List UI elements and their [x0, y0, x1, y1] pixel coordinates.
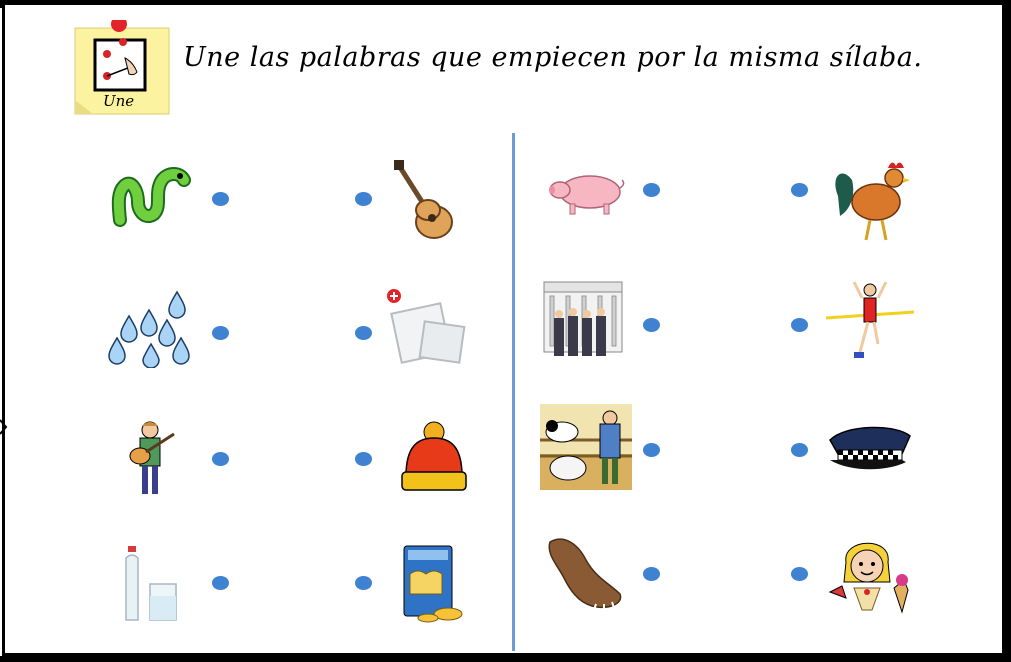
frame-bottom-border	[0, 656, 1011, 662]
woolly-hat-icon	[401, 421, 467, 491]
sweet-tooth-girl-icon	[828, 542, 909, 614]
match-dot[interactable]	[212, 192, 229, 206]
match-dot[interactable]	[212, 452, 229, 466]
runner-winner-icon	[826, 281, 914, 358]
guitar-icon	[394, 160, 453, 239]
match-dot[interactable]	[355, 452, 372, 466]
raindrops-icon	[108, 290, 190, 368]
guitarist-icon	[129, 421, 175, 494]
snack-bag-icon	[403, 545, 463, 623]
paw-icon	[548, 538, 622, 611]
police-cap-icon	[829, 426, 911, 470]
edge-mark-icon	[0, 419, 8, 435]
rooster-icon	[835, 162, 910, 241]
activity-note-icon: Une	[73, 16, 171, 116]
gauze-icon	[387, 289, 466, 364]
match-dot[interactable]	[643, 443, 660, 457]
instruction-text: Une las palabras que empiecen por la mis…	[183, 42, 923, 73]
note-label: Une	[103, 92, 135, 110]
match-dot[interactable]	[791, 183, 808, 197]
government-icon	[543, 281, 623, 356]
match-dot[interactable]	[355, 326, 372, 340]
match-dot[interactable]	[212, 326, 229, 340]
match-dot[interactable]	[643, 318, 660, 332]
match-dot[interactable]	[355, 576, 372, 590]
match-dot[interactable]	[791, 318, 808, 332]
match-dot[interactable]	[791, 443, 808, 457]
match-dot[interactable]	[791, 567, 808, 581]
water-icon	[125, 546, 177, 621]
match-dot[interactable]	[643, 567, 660, 581]
frame-right-border	[1003, 0, 1011, 662]
match-dot[interactable]	[212, 576, 229, 590]
column-divider	[512, 133, 515, 651]
worm-icon	[111, 167, 191, 227]
match-dot[interactable]	[643, 183, 660, 197]
match-dot[interactable]	[355, 192, 372, 206]
pig-icon	[549, 175, 625, 215]
farm-icon	[540, 404, 632, 490]
